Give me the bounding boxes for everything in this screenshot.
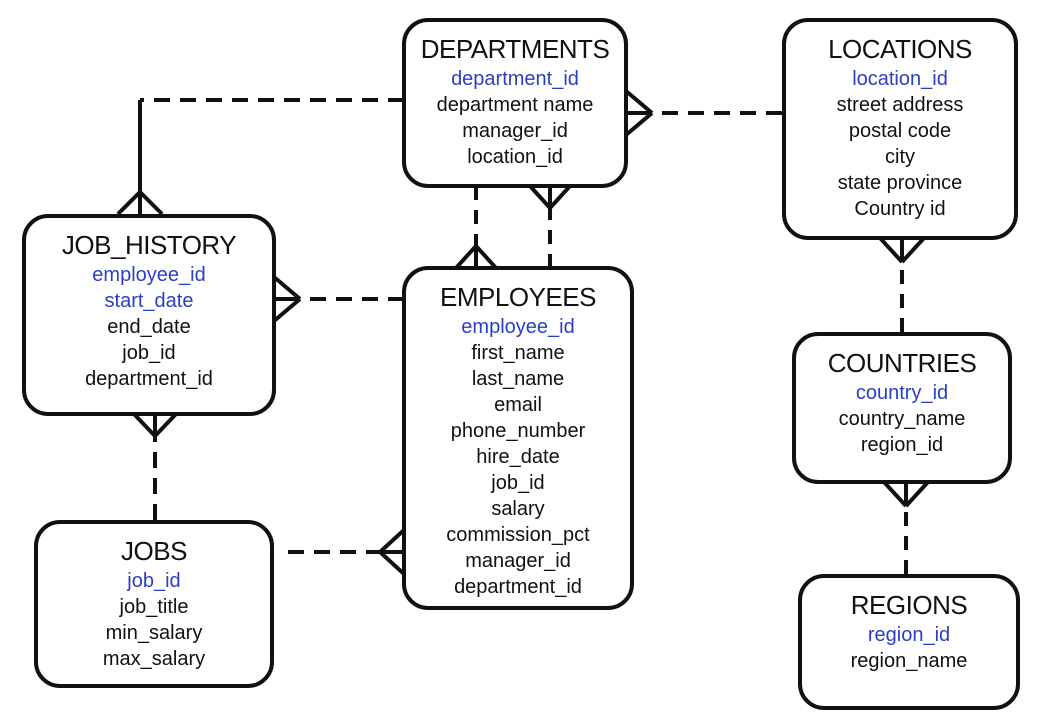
relationship-regions-countries [882,480,930,574]
field-list: country_id country_name region_id [796,380,1008,458]
primary-key-field: employee_id [461,316,575,338]
primary-key-field: job_id [127,570,181,592]
entity-employees: EMPLOYEES employee_id first_name last_name… [402,266,634,610]
field: max_salary [102,648,206,670]
field: country_name [838,408,966,430]
primary-key-field: start_date [104,290,194,312]
field: state province [837,172,963,194]
entity-title: JOBS [121,536,187,566]
entity-title: EMPLOYEES [440,282,596,312]
entity-title: JOB_HISTORY [61,230,237,260]
entity-title: DEPARTMENTS [420,34,610,64]
field: end_date [107,316,191,338]
field-list: job_id job_title min_salary max_salary [38,568,270,672]
field: department_id [85,368,213,390]
field: job_id [122,342,176,364]
relationship-jobs-employees [288,528,406,576]
field: department name [436,94,594,116]
entity-title: LOCATIONS [828,34,972,64]
primary-key-field: country_id [855,382,949,404]
field: first_name [471,342,565,364]
field: city [885,146,915,168]
field: Country id [854,198,946,220]
field-list: region_id region_name [802,622,1016,674]
relationship-jobs-job-history [132,412,178,520]
primary-key-field: employee_id [92,264,206,286]
field: min_salary [105,622,203,644]
primary-key-field: department_id [451,68,579,90]
primary-key-field: location_id [852,68,948,90]
relationship-departments-job-history [116,98,404,216]
relationship-employees-departments [528,184,572,268]
field: email [494,394,542,416]
field: job_id [491,472,545,494]
primary-key-field: region_id [867,624,951,646]
relationship-employees-job-history [272,275,404,323]
field: postal code [848,120,952,142]
relationship-departments-employees [454,186,498,270]
relationship-countries-locations [878,236,926,332]
entity-jobs: JOBS job_id job_title min_salary max_salary [34,520,274,688]
field: region_id [860,434,944,456]
entity-title: REGIONS [850,590,968,620]
field: job_title [119,596,189,618]
field: department_id [454,576,582,598]
field: commission_pct [446,524,590,546]
field: hire_date [476,446,560,468]
entity-job-history: JOB_HISTORY employee_id start_date end_dat… [22,214,276,416]
field: manager_id [462,120,568,142]
entity-regions: REGIONS region_id region_name [798,574,1020,710]
relationship-locations-departments [624,89,782,137]
field: region_name [850,650,968,672]
field: location_id [467,146,563,168]
field: phone_number [450,420,586,442]
field: street address [836,94,964,116]
entity-departments: DEPARTMENTS department_id department name… [402,18,628,188]
entity-title: COUNTRIES [827,348,977,378]
field: salary [491,498,545,520]
entity-countries: COUNTRIES country_id country_name region_i… [792,332,1012,484]
field: manager_id [465,550,571,572]
field: last_name [471,368,565,390]
